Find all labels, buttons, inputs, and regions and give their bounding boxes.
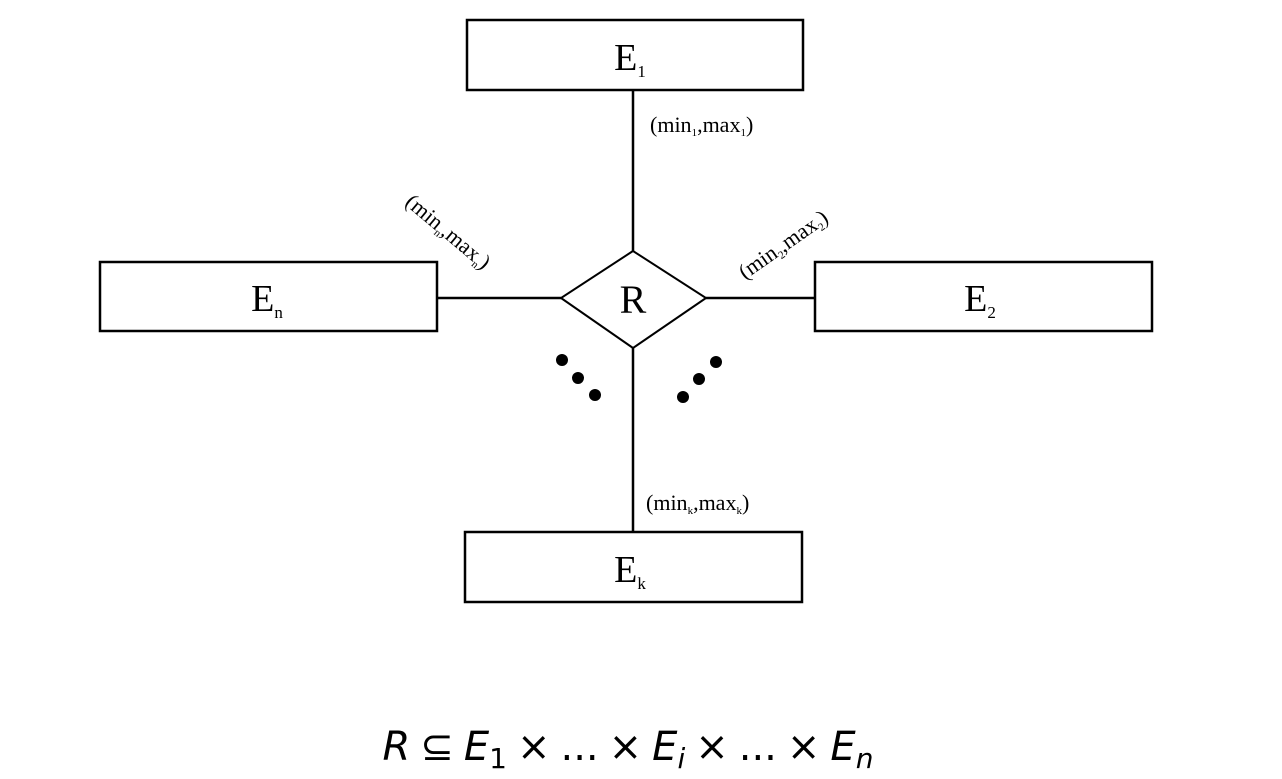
subset-formula: R⊆E1×...×Ei×...×En	[383, 724, 874, 775]
cardinality-e1: (min1,max1)	[650, 112, 753, 139]
dot	[693, 373, 705, 385]
entity-ek-sub: k	[637, 574, 646, 593]
cardinality-ek: (mink,maxk)	[646, 490, 749, 517]
entity-ek-label: E	[614, 549, 637, 591]
entity-e1-sub: 1	[637, 62, 646, 81]
entity-e1-label: E	[614, 37, 637, 79]
svg-text:Ek: Ek	[614, 549, 646, 593]
entity-en-label: E	[251, 278, 274, 320]
entity-e2-label: E	[964, 278, 987, 320]
dot	[677, 391, 689, 403]
entity-e2-sub: 2	[987, 303, 996, 322]
svg-text:En: En	[251, 278, 283, 322]
entity-e1: E1	[465, 18, 805, 92]
relationship-r: R	[559, 249, 708, 350]
dot	[556, 354, 568, 366]
dot	[572, 372, 584, 384]
svg-text:E1: E1	[614, 37, 646, 81]
dot	[589, 389, 601, 401]
dot	[710, 356, 722, 368]
ellipsis-dots-right	[677, 356, 722, 403]
relationship-label: R	[620, 277, 647, 322]
entity-e2: E2	[813, 260, 1154, 333]
entity-en-sub: n	[274, 303, 283, 322]
entity-ek: Ek	[463, 530, 804, 604]
svg-text:E2: E2	[964, 278, 996, 322]
entity-en: En	[98, 260, 439, 333]
ellipsis-dots-left	[556, 354, 601, 401]
